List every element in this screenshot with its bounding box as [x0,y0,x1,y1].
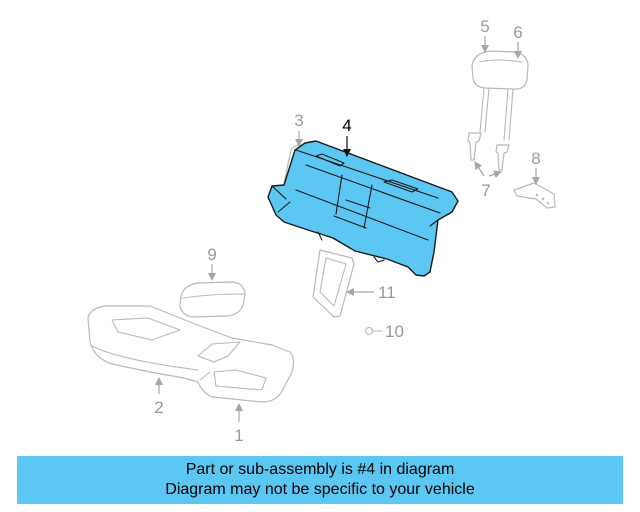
headrest-part [471,50,529,141]
armrest-part [179,281,246,318]
trim-panel-part [312,249,355,318]
leader-line-7a [474,161,485,177]
seat-back-shape [267,140,459,277]
callout-10: 10 [385,322,404,341]
banner-line-1: Part or sub-assembly is #4 in diagram [185,461,455,478]
callout-8: 8 [531,149,540,168]
info-banner: Part or sub-assembly is #4 in diagram Di… [17,456,623,504]
callout-4: 4 [342,116,351,135]
parts-diagram: 1 2 3 4 5 6 7 8 9 10 11 [87,17,556,445]
callout-9: 9 [207,245,216,264]
seat-cushion-part [87,305,295,403]
callout-3: 3 [294,111,303,130]
headrest-guide-part [467,132,510,171]
callout-6: 6 [513,23,522,42]
bracket-part [513,182,556,209]
seat-back-part [267,140,459,277]
callout-2: 2 [154,398,163,417]
callout-11: 11 [378,283,396,302]
leader-line-7b [488,170,502,179]
callout-5: 5 [480,17,489,36]
clip-part [364,326,383,336]
callout-1: 1 [234,426,243,445]
banner-line-2: Diagram may not be specific to your vehi… [165,481,475,498]
callout-7: 7 [481,181,490,200]
